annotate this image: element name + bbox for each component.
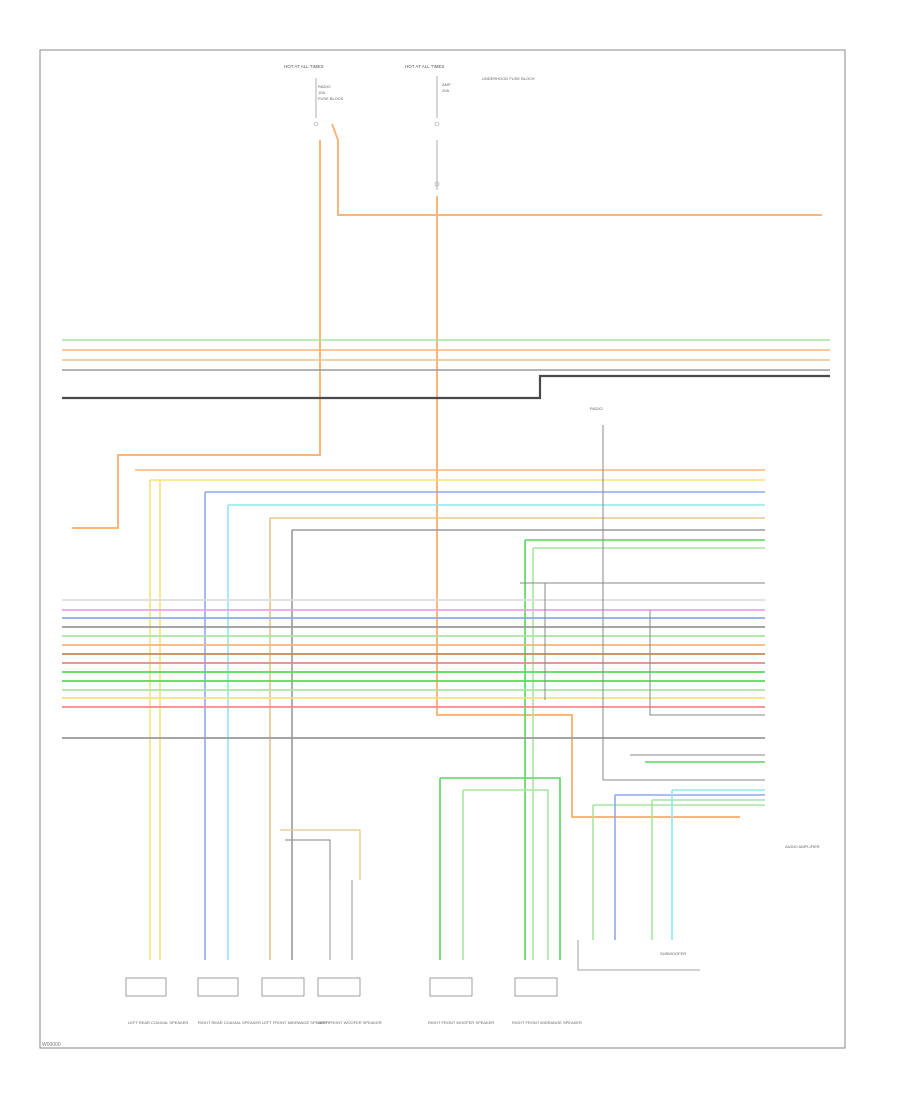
fuse-left-label: FUSE BLOCK <box>318 96 344 101</box>
fuse-left-name: RADIO <box>318 84 331 89</box>
speaker-right-front-woofer: RIGHT FRONT WOOFER SPEAKER <box>428 977 494 1025</box>
ground-wiring <box>520 425 765 781</box>
subwoofer-label: SUBWOOFER <box>660 951 686 956</box>
speaker-feed-wires <box>135 469 765 960</box>
diagram-code: W00000 <box>42 1042 61 1048</box>
fuse-right-header: HOT AT ALL TIMES <box>405 64 445 69</box>
speaker-left-front-woofer: LEFT FRONT WOOFER SPEAKER <box>317 977 382 1025</box>
fuse-left-rating: 10A <box>318 90 325 95</box>
fuse-left: HOT AT ALL TIMES RADIO 10A FUSE BLOCK <box>284 64 344 127</box>
speaker-right-front-woofer-label: RIGHT FRONT WOOFER SPEAKER <box>428 1020 494 1025</box>
speaker-left-front-midrange: LEFT FRONT MIDRANGE SPEAKER <box>261 977 329 1025</box>
speaker-right-rear: RIGHT REAR COAXIAL SPEAKER <box>197 977 261 1025</box>
subwoofer: SUBWOOFER <box>577 940 700 971</box>
speaker-right-front-midrange-label: RIGHT FRONT MIDRANGE SPEAKER <box>512 1020 582 1025</box>
radio-label: RADIO <box>590 406 603 411</box>
speaker-right-rear-label: RIGHT REAR COAXIAL SPEAKER <box>198 1020 261 1025</box>
fuse-left-header: HOT AT ALL TIMES <box>284 64 324 69</box>
diagram-border <box>39 49 846 1049</box>
bus-lines-middle <box>62 599 765 739</box>
fuse-right-name: AMP <box>442 82 451 87</box>
speaker-left-rear: LEFT REAR COAXIAL SPEAKER <box>125 977 188 1025</box>
amp-label: AUDIO AMPLIFIER <box>785 844 820 849</box>
speaker-right-front-midrange: RIGHT FRONT MIDRANGE SPEAKER <box>512 977 582 1025</box>
fuse-right-label: UNDERHOOD FUSE BLOCK <box>482 76 535 81</box>
speaker-left-front-woofer-label: LEFT FRONT WOOFER SPEAKER <box>318 1020 382 1025</box>
bus-lines-upper <box>62 339 830 400</box>
speaker-left-rear-label: LEFT REAR COAXIAL SPEAKER <box>128 1020 188 1025</box>
front-speaker-wiring <box>280 829 361 960</box>
speaker-left-front-midrange-label: LEFT FRONT MIDRANGE SPEAKER <box>262 1020 329 1025</box>
fuse-right: HOT AT ALL TIMES AMP 20A UNDERHOOD FUSE … <box>405 64 535 190</box>
fuse-right-rating: 20A <box>442 88 449 93</box>
amp-output-wires <box>439 761 765 960</box>
